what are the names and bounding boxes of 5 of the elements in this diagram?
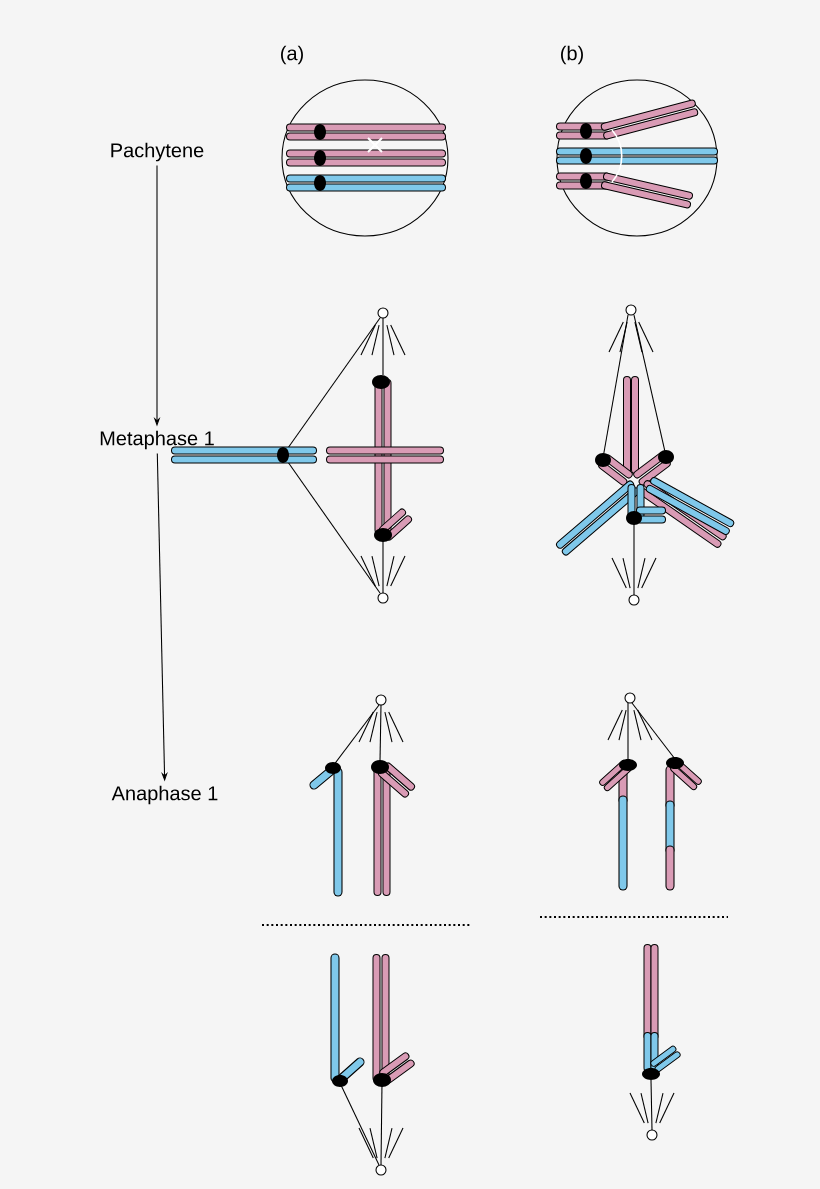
column-label: (a) — [281, 45, 303, 65]
stage-label: Metaphase 1 — [100, 430, 214, 450]
stage-label: Pachytene — [111, 142, 204, 162]
stage-label: Anaphase 1 — [111, 785, 218, 805]
column-label: (b) — [561, 45, 583, 65]
